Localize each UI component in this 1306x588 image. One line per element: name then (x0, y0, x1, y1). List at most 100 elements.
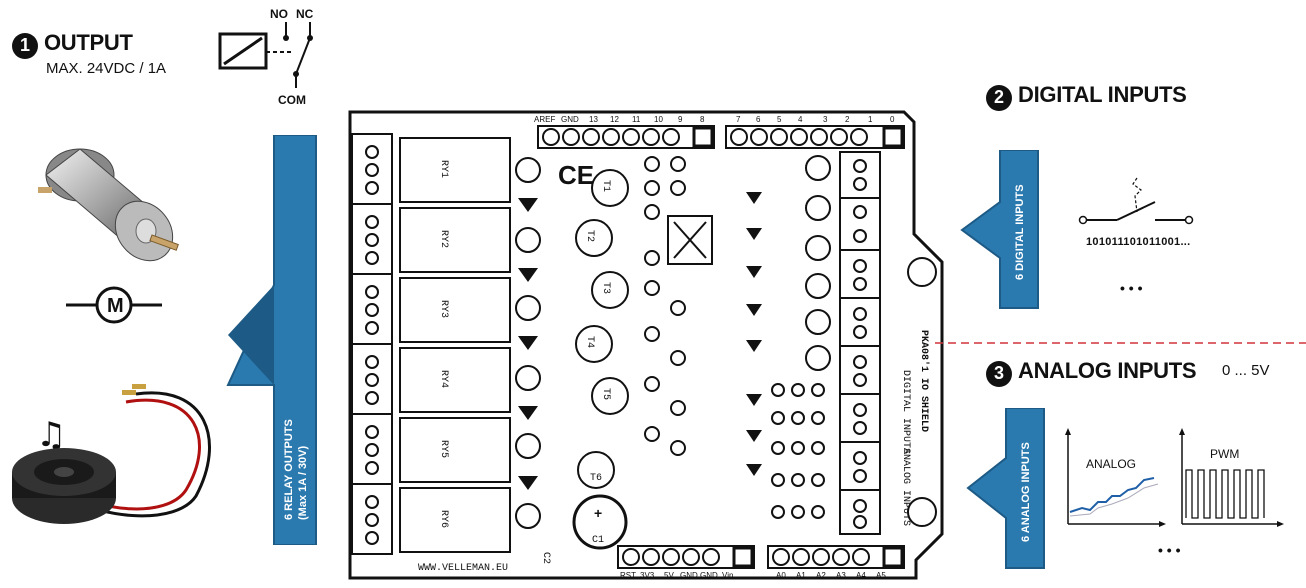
header-top-left (537, 125, 715, 149)
board-analog-inputs-label: ANALOG INPUTS (900, 448, 911, 526)
pin-5v: 5V (664, 571, 674, 580)
capacitor-c1 (572, 494, 628, 550)
pin-4: 4 (798, 115, 803, 124)
output-title: OUTPUT (44, 30, 133, 55)
analog-signal-graph: ANALOG (1065, 428, 1166, 527)
digital-title: DIGITAL INPUTS (1018, 82, 1187, 107)
transistor-t1: T1 (600, 180, 611, 192)
header-top-right (725, 125, 905, 149)
pin-a2: A2 (816, 571, 826, 580)
mounting-hole-bottom (907, 497, 937, 527)
analog-signal-label: ANALOG (1086, 457, 1136, 471)
digital-bitstream: 101011101011001... (1086, 236, 1191, 248)
board-digital-inputs-label: DIGITAL INPUTS (900, 370, 911, 454)
motor-symbol-label: M (107, 295, 124, 317)
capacitor-c1-label: C1 (592, 535, 604, 546)
digital-inputs-arrow: 6 DIGITAL INPUTS (960, 150, 1039, 309)
pin-3: 3 (823, 115, 828, 124)
switch-symbol-icon (1078, 177, 1194, 225)
relay-ry4: RY4 (438, 370, 449, 388)
ic-footprint (667, 215, 713, 265)
pin-gnd-1: GND (680, 571, 698, 580)
analog-ellipsis: • • • (1158, 542, 1181, 558)
capacitor-c2-label: C2 (540, 552, 551, 564)
relay-terminal-block (351, 133, 393, 555)
pwm-signal-graph: PWM (1179, 428, 1284, 527)
relay-outputs-arrow: 6 RELAY OUTPUTS (Max 1A / 30V) (226, 135, 317, 545)
pin-a3: A3 (836, 571, 846, 580)
analog-title: ANALOG INPUTS (1018, 358, 1197, 383)
pin-3v3: 3V3 (640, 571, 655, 580)
separator-dashed-line (935, 342, 1306, 344)
relay-ry3: RY3 (438, 300, 449, 318)
pin-8: 8 (700, 115, 705, 124)
pin-6: 6 (756, 115, 761, 124)
digital-ellipsis: • • • (1120, 280, 1143, 296)
dc-motor-image (38, 148, 179, 262)
relay-nc-label: NC (296, 7, 314, 21)
relay-outputs-label: 6 RELAY OUTPUTS (283, 419, 295, 520)
analog-inputs-arrow-label: 6 ANALOG INPUTS (1020, 442, 1032, 542)
relay-ry1: RY1 (438, 160, 449, 178)
led-column (515, 157, 541, 529)
output-spec: MAX. 24VDC / 1A (46, 60, 167, 77)
section-number-3: 3 (986, 360, 1012, 387)
transistor-t4: T4 (584, 336, 595, 348)
pin-gnd-2: GND (700, 571, 718, 580)
section-number-1: 1 (12, 32, 38, 59)
input-terminal-block (839, 151, 881, 535)
pin-5: 5 (777, 115, 782, 124)
pin-12: 12 (610, 115, 619, 124)
relay-outputs-spec: (Max 1A / 30V) (297, 445, 309, 520)
pin-rst: RST (620, 571, 636, 580)
relay-com-label: COM (278, 93, 306, 107)
capacitor-plus-icon: + (594, 505, 602, 521)
transistors (575, 169, 629, 489)
input-diodes (746, 192, 762, 476)
pin-a1: A1 (796, 571, 806, 580)
pin-a4: A4 (856, 571, 866, 580)
pin-13: 13 (589, 115, 598, 124)
header-bottom-left (617, 545, 755, 569)
transistor-t5: T5 (600, 388, 611, 400)
relay-blocks (399, 137, 511, 553)
pin-a5: A5 (876, 571, 886, 580)
pin-10: 10 (654, 115, 663, 124)
transistor-t6: T6 (590, 473, 602, 484)
relay-symbol-icon: NO NC COM (218, 7, 314, 107)
pin-0: 0 (890, 115, 895, 124)
pin-11: 11 (632, 115, 641, 124)
input-leds (805, 155, 831, 371)
analog-range: 0 ... 5V (1222, 362, 1270, 379)
digital-inputs-arrow-label: 6 DIGITAL INPUTS (1014, 184, 1026, 280)
transistor-t2: T2 (584, 230, 595, 242)
analog-inputs-arrow: 6 ANALOG INPUTS (966, 408, 1045, 569)
pwm-signal-label: PWM (1210, 447, 1239, 461)
pin-vin: Vin (722, 571, 733, 580)
pin-7: 7 (736, 115, 741, 124)
resistor-array (644, 156, 686, 456)
board-name: PKA08'1 IO SHIELD (918, 330, 930, 432)
io-shield-board: AREF GND 13 12 11 10 9 8 7 6 5 4 3 2 1 0 (348, 110, 944, 580)
board-url: WWW.VELLEMAN.EU (418, 563, 508, 574)
pin-a0: A0 (776, 571, 786, 580)
pin-1: 1 (868, 115, 873, 124)
analog-resistors (771, 383, 825, 519)
relay-ry2: RY2 (438, 230, 449, 248)
pin-9: 9 (678, 115, 683, 124)
relay-ry6: RY6 (438, 510, 449, 528)
pin-aref: AREF (534, 115, 555, 124)
pin-2: 2 (845, 115, 850, 124)
diode-column (518, 198, 538, 490)
relay-ry5: RY5 (438, 440, 449, 458)
ce-mark-icon: CE (558, 160, 594, 190)
header-bottom-right (767, 545, 905, 569)
section-number-2: 2 (986, 84, 1012, 111)
transistor-t3: T3 (600, 282, 611, 294)
buzzer-image: ♫ (12, 384, 211, 524)
mounting-hole-top (907, 257, 937, 287)
pin-gnd: GND (561, 115, 579, 124)
